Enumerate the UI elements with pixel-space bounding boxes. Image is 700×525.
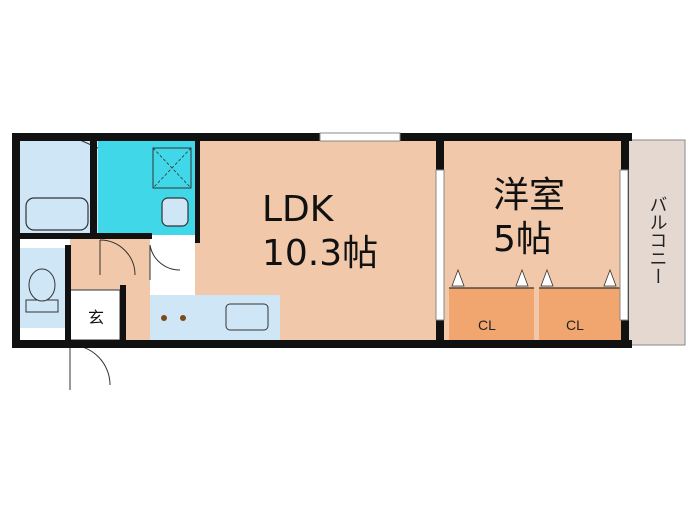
western-room-size-label: 5帖 bbox=[493, 219, 552, 260]
closet-right bbox=[539, 288, 621, 340]
ldk-name-label: LDK bbox=[262, 189, 335, 230]
ldk-size-label: 10.3帖 bbox=[262, 233, 378, 274]
closet-door-markers bbox=[451, 268, 617, 287]
balcony-area bbox=[626, 139, 686, 346]
balcony-label: バルコニー bbox=[647, 195, 668, 285]
entrance-floor bbox=[69, 289, 121, 341]
toilet-tank bbox=[25, 299, 59, 313]
closet-left bbox=[449, 288, 534, 340]
closet-right-label: CL bbox=[566, 317, 584, 333]
hallway-lower bbox=[95, 235, 150, 290]
stove-burner-right bbox=[180, 315, 186, 321]
stove-burner-left bbox=[161, 315, 167, 321]
kitchen-counter bbox=[150, 295, 195, 342]
windows bbox=[319, 132, 629, 321]
entrance-label: 玄 bbox=[88, 308, 104, 327]
toilet-bowl bbox=[28, 268, 56, 302]
western-room-name-label: 洋室 bbox=[493, 175, 565, 216]
closet-left-label: CL bbox=[478, 317, 496, 333]
washbasin bbox=[161, 197, 189, 227]
kitchen-sink bbox=[225, 303, 269, 331]
bathtub bbox=[25, 197, 89, 231]
